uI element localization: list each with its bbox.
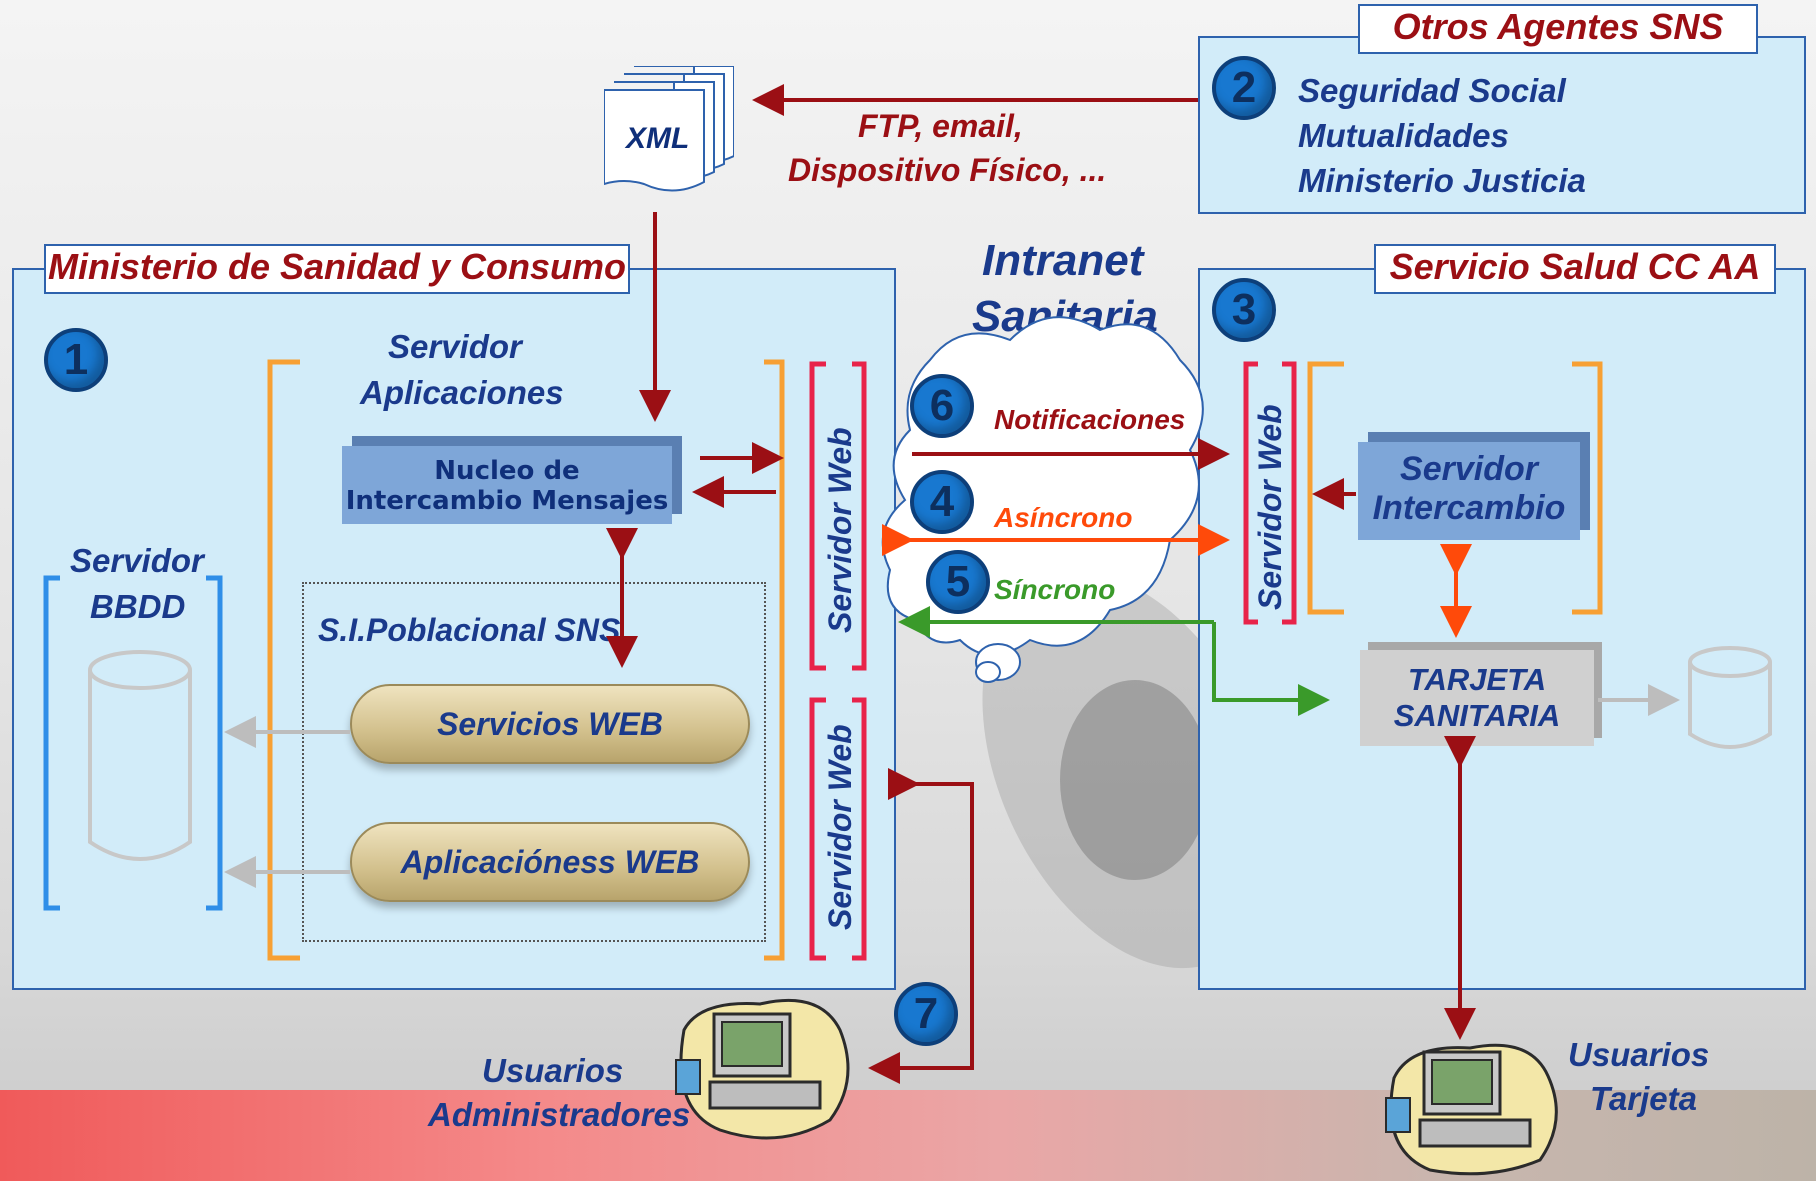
- app-server-bracket-left: [267, 359, 300, 961]
- intranet-label-1: Intranet: [982, 236, 1144, 285]
- salud-app-bracket-left: [1307, 361, 1344, 615]
- step-3-badge: 3: [1212, 278, 1276, 342]
- xml-document-icon: XML: [603, 65, 735, 196]
- tarjeta-users-computer-icon: [1385, 1043, 1558, 1176]
- step-5-badge: 5: [926, 550, 990, 614]
- nucleo-label-2: Intercambio Mensajes: [345, 486, 669, 516]
- servidor-intercambio-label-2: Intercambio: [1372, 489, 1566, 527]
- usuarios-tarjeta-label-1: Usuarios: [1568, 1036, 1710, 1073]
- agent-item-mutualidades: Mutualidades: [1298, 117, 1509, 154]
- bbdd-bracket-left: [43, 575, 60, 911]
- servidor-aplicaciones-label-2: Aplicaciones: [360, 374, 564, 411]
- asincrono-label: Asíncrono: [994, 502, 1133, 533]
- servicios-web-block: Servicios WEB: [350, 684, 750, 764]
- xml-label: XML: [626, 122, 690, 155]
- servicio-salud-title: Servicio Salud CC AA: [1374, 244, 1776, 294]
- bbdd-cylinder: [88, 650, 192, 861]
- step-7-badge: 7: [894, 982, 958, 1046]
- salud-web-bracket: [1243, 361, 1297, 625]
- step-6-badge: 6: [910, 374, 974, 438]
- usuarios-admin-label-1: Usuarios: [482, 1052, 624, 1089]
- agent-item-ministerio-justicia: Ministerio Justicia: [1298, 162, 1586, 199]
- otros-agentes-title: Otros Agentes SNS: [1358, 4, 1758, 54]
- bbdd-bracket-right: [206, 575, 223, 911]
- servicio-salud-panel: [1198, 268, 1806, 990]
- tarjeta-db-cylinder: [1688, 646, 1772, 749]
- transfer-label-line1: FTP, email,: [858, 108, 1023, 144]
- sincrono-arrow: [1212, 622, 1330, 716]
- servidor-bbdd-label-2: BBDD: [90, 588, 186, 625]
- servidor-aplicaciones-label-1: Servidor: [388, 328, 522, 365]
- app-server-bracket-right: [764, 359, 785, 961]
- admin-users-arrow: [868, 768, 974, 1084]
- step-2-badge: 2: [1212, 56, 1276, 120]
- nucleo-intercambio-block: Nucleo de Intercambio Mensajes: [342, 446, 672, 524]
- usuarios-admin-label-2: Administradores: [428, 1096, 691, 1133]
- nucleo-label-1: Nucleo de: [434, 456, 580, 486]
- tarjeta-label-1: TARJETA: [1407, 662, 1547, 697]
- step-1-badge: 1: [44, 328, 108, 392]
- servidor-intercambio-label-1: Servidor: [1400, 450, 1538, 488]
- background-decoration: [1060, 680, 1210, 880]
- tarjeta-sanitaria-block: TARJETA SANITARIA: [1360, 650, 1594, 746]
- transfer-label-line2: Dispositivo Físico, ...: [788, 152, 1107, 188]
- web-server-bracket-1: [809, 361, 867, 671]
- poblacional-region: [302, 582, 766, 942]
- usuarios-tarjeta-label-2: Tarjeta: [1590, 1080, 1697, 1117]
- step-4-badge: 4: [910, 470, 974, 534]
- notificaciones-label: Notificaciones: [994, 404, 1186, 435]
- servidor-bbdd-label-1: Servidor: [70, 542, 204, 579]
- agent-item-seguridad-social: Seguridad Social: [1298, 72, 1566, 109]
- salud-app-bracket-right: [1572, 361, 1603, 615]
- aplicaciones-web-block: Aplicacióness WEB: [350, 822, 750, 902]
- sincrono-label: Síncrono: [994, 574, 1116, 605]
- tarjeta-label-2: SANITARIA: [1393, 698, 1561, 733]
- otros-agentes-panel: [1198, 36, 1806, 214]
- web-server-bracket-2: [809, 697, 867, 961]
- servidor-intercambio-block: Servidor Intercambio: [1358, 442, 1580, 540]
- admin-computer-icon: [675, 998, 850, 1140]
- ministerio-title: Ministerio de Sanidad y Consumo: [44, 244, 630, 294]
- poblacional-label: S.I.Poblacional SNS: [318, 612, 621, 648]
